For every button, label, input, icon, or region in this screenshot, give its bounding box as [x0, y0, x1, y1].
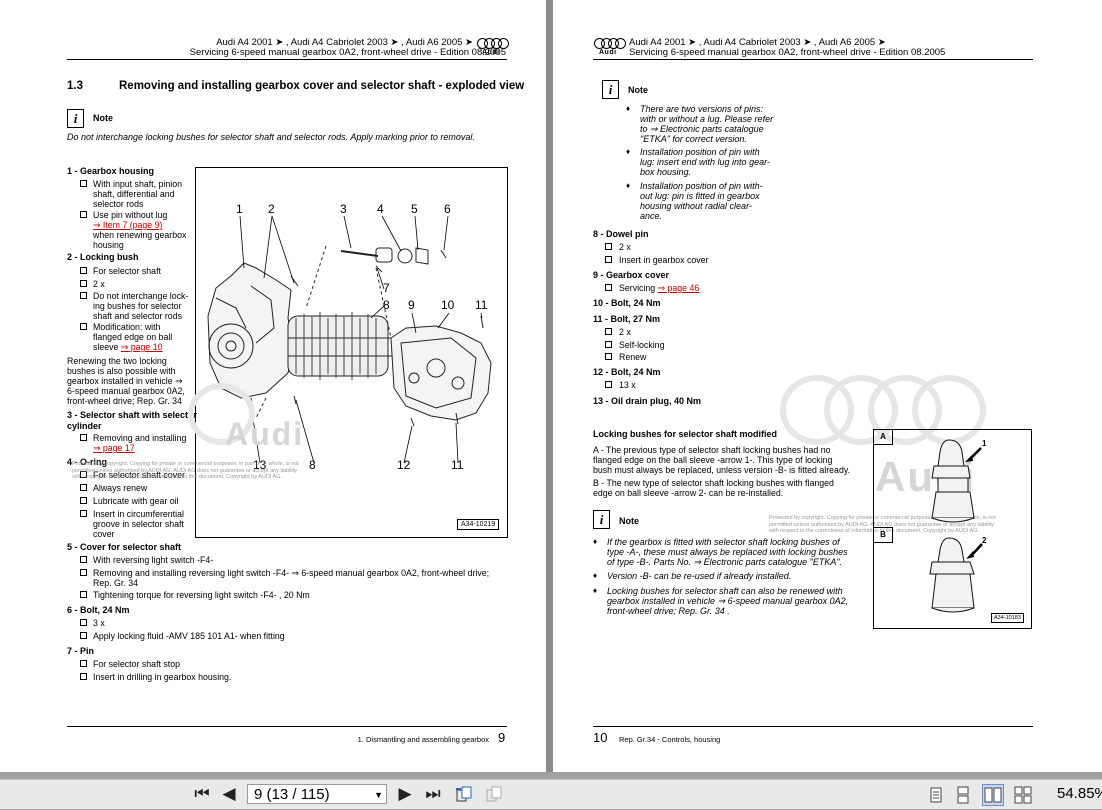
- header-subtitle: Servicing 6-speed manual gearbox 0A2, fr…: [189, 47, 506, 58]
- page-46-link[interactable]: ⇒ page 46: [657, 283, 700, 293]
- note-label: Note: [93, 113, 113, 123]
- section-number: 1.3: [67, 80, 83, 92]
- watermark-text: Protected by copyright. Copying for priv…: [72, 461, 299, 480]
- callout-3: 3: [340, 202, 347, 216]
- item-6-heading: 6 - Bolt, 24 Nm: [67, 605, 130, 615]
- right-page: Audi Audi A4 2001 ➤ , Audi A4 Cabriolet …: [553, 0, 1102, 772]
- footer-rule: [593, 726, 1033, 727]
- version-a-text: A - The previous type of selector shaft …: [593, 445, 851, 475]
- audi-rings-logo: [594, 38, 626, 49]
- version-b-text: B - The new type of selector shaft locki…: [593, 478, 834, 498]
- watermark-text: Protected by copyright. Copying for priv…: [769, 515, 996, 534]
- item-10-heading: 10 - Bolt, 24 Nm: [593, 298, 661, 308]
- gearbox-drawing: [207, 215, 492, 464]
- callout-2: 2: [268, 202, 275, 216]
- facing-pages-view-icon[interactable]: [982, 784, 1004, 806]
- page-number-input[interactable]: 9 (13 / 115)▼: [247, 784, 387, 804]
- first-page-button[interactable]: ⏮: [194, 784, 210, 803]
- callout-7: 7: [383, 281, 390, 295]
- callout-10: 10: [441, 298, 455, 312]
- bush-drawing: [929, 439, 983, 613]
- item-13-heading: 13 - Oil drain plug, 40 Nm: [593, 396, 702, 406]
- label-b: B: [874, 527, 893, 543]
- page-number: 9: [498, 730, 506, 745]
- page-number: 10: [593, 730, 608, 745]
- prev-page-button[interactable]: ◀: [222, 784, 236, 803]
- header-subtitle: Servicing 6-speed manual gearbox 0A2, fr…: [629, 47, 946, 58]
- page-17-link[interactable]: ⇒ page 17: [93, 443, 135, 453]
- callout-11: 11: [475, 298, 488, 312]
- callout-6: 6: [444, 202, 451, 216]
- item-4-heading: 4 - O-ring: [67, 457, 107, 467]
- footer-text: 1. Dismantling and assembling gearbox: [357, 735, 489, 744]
- callout-1: 1: [236, 202, 243, 216]
- single-page-view-icon[interactable]: [925, 784, 947, 806]
- label-a: A: [874, 430, 893, 445]
- header-models: Audi A4 2001 ➤ , Audi A4 Cabriolet 2003 …: [629, 37, 886, 48]
- header-rule: [593, 59, 1033, 60]
- item-7-link[interactable]: ⇒ Item 7 (page 9): [93, 220, 163, 230]
- viewer-toolbar: ⏮ ◀ 9 (13 / 115)▼ ▶ ⏭ 54.85%: [0, 779, 1102, 809]
- item-11-heading: 11 - Bolt, 27 Nm: [593, 314, 661, 324]
- audi-wordmark: Audi: [599, 49, 617, 56]
- info-icon: i: [593, 510, 610, 529]
- footer-rule: [67, 726, 507, 727]
- note-text: Do not interchange locking bushes for se…: [67, 132, 475, 142]
- note-label: Note: [619, 516, 639, 526]
- item-12-heading: 12 - Bolt, 24 Nm: [593, 367, 661, 377]
- audi-rings-logo: [477, 38, 509, 49]
- exploded-view-figure: 1 2 3 4 5 6 7 8 9 10 11 13 8 12 11 A34-1…: [195, 167, 508, 538]
- go-forward-view-icon[interactable]: [483, 784, 505, 806]
- item-5-heading: 5 - Cover for selector shaft: [67, 542, 182, 552]
- figure-code: A34-10183: [991, 613, 1024, 623]
- callout-5: 5: [411, 202, 418, 216]
- callout-11b: 11: [451, 458, 464, 472]
- callout-13: 13: [253, 458, 267, 472]
- info-icon: i: [602, 80, 619, 99]
- item-1-heading: 1 - Gearbox housing: [67, 166, 155, 176]
- item-7-heading: 7 - Pin: [67, 646, 95, 656]
- locking-bush-figure: A B 1 2 A34-10183: [873, 429, 1032, 629]
- callout-4: 4: [377, 202, 384, 216]
- chevron-down-icon[interactable]: ▼: [374, 790, 383, 800]
- watermark-logo: Audi: [225, 416, 305, 452]
- zoom-level[interactable]: 54.85%: [1057, 785, 1102, 802]
- callout-8b: 8: [309, 458, 316, 472]
- audi-wordmark: Audi: [482, 49, 500, 56]
- watermark-ring: [188, 383, 255, 445]
- last-page-button[interactable]: ⏭: [425, 784, 441, 803]
- info-icon: i: [67, 109, 84, 128]
- footer-text: Rep. Gr.34 - Controls, housing: [619, 735, 721, 744]
- next-page-button[interactable]: ▶: [398, 784, 412, 803]
- callout-8: 8: [383, 298, 390, 312]
- callout-9: 9: [408, 298, 415, 312]
- page-gap: [546, 0, 553, 772]
- item-8-heading: 8 - Dowel pin: [593, 229, 649, 239]
- figure-code: A34-10219: [457, 519, 500, 530]
- facing-continuous-view-icon[interactable]: [1012, 784, 1034, 806]
- continuous-view-icon[interactable]: [952, 784, 974, 806]
- go-back-view-icon[interactable]: [453, 784, 475, 806]
- page-10-link[interactable]: ⇒ page 10: [120, 342, 163, 352]
- arrow-2-label: 2: [982, 536, 987, 545]
- left-page: Audi A4 2001 ➤ , Audi A4 Cabriolet 2003 …: [0, 0, 546, 772]
- header-rule: [67, 59, 507, 60]
- arrow-1-label: 1: [982, 439, 987, 448]
- item-9-heading: 9 - Gearbox cover: [593, 270, 670, 280]
- header-models: Audi A4 2001 ➤ , Audi A4 Cabriolet 2003 …: [216, 37, 473, 48]
- item-2-heading: 2 - Locking bush: [67, 252, 139, 262]
- locking-bushes-title: Locking bushes for selector shaft modifi…: [593, 429, 778, 439]
- callout-12: 12: [397, 458, 411, 472]
- section-title: Removing and installing gearbox cover an…: [119, 80, 525, 92]
- note-label: Note: [628, 85, 648, 95]
